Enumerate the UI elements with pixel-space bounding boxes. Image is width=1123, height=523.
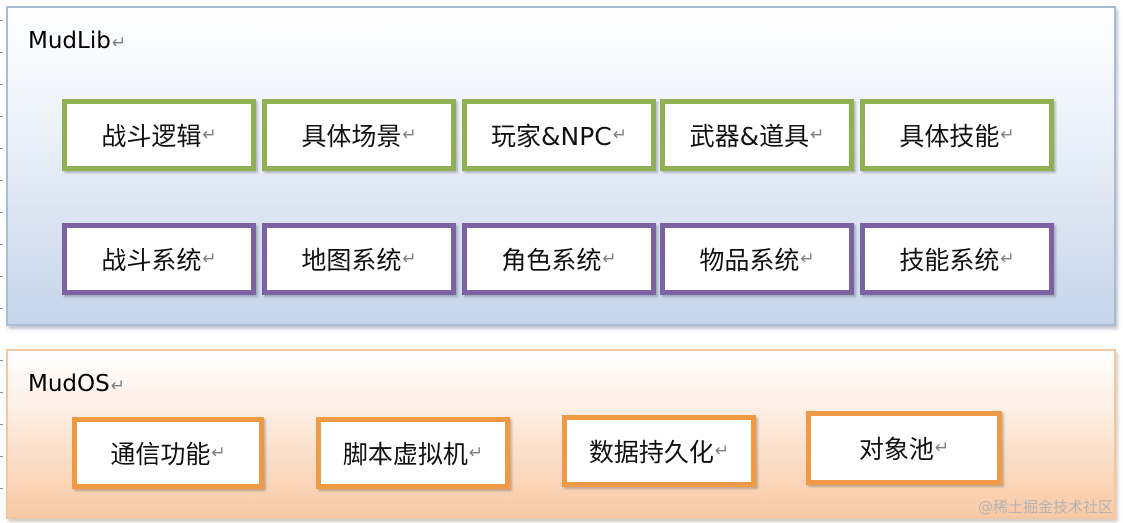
box-label: 具体场景 [301,122,402,151]
tick-mark [0,244,3,245]
tick-mark [0,456,3,457]
return-mark: ↵ [1000,249,1015,269]
box-weapon-item: 武器&道具↵ [660,99,854,171]
box-label: 物品系统 [699,246,800,275]
box-label: 对象池 [858,435,934,464]
box-data-persistence: 数据持久化↵ [562,415,756,487]
tick-mark [0,116,3,117]
box-label: 战斗系统 [101,246,202,275]
watermark: @稀土掘金技术社区 [977,498,1113,516]
return-mark: ↵ [110,376,125,396]
box-object-pool: 对象池↵ [806,411,1002,485]
left-edge-ticks [0,0,4,523]
box-item-system: 物品系统↵ [660,223,854,295]
tick-mark [0,84,3,85]
tick-mark [0,212,3,213]
box-skill-system: 技能系统↵ [860,223,1054,295]
tick-mark [0,308,3,309]
return-mark: ↵ [800,249,815,269]
return-mark: ↵ [1000,125,1015,145]
box-map-system: 地图系统↵ [262,223,456,295]
return-mark: ↵ [202,249,217,269]
mudlib-layer: MudLib↵ 战斗逻辑↵ 具体场景↵ 玩家&NPC↵ 武器&道具↵ 具体技能↵… [6,6,1116,326]
return-mark: ↵ [810,125,825,145]
box-label: 数据持久化 [588,438,714,467]
tick-mark [0,148,3,149]
return-mark: ↵ [211,443,226,463]
box-label: 战斗逻辑 [101,122,202,151]
mudlib-title-text: MudLib [28,28,111,54]
return-mark: ↵ [602,249,617,269]
box-combat-system: 战斗系统↵ [62,223,256,295]
return-mark: ↵ [714,441,730,461]
tick-mark [0,20,3,21]
mudos-layer: MudOS↵ 通信功能↵ 脚本虚拟机↵ 数据持久化↵ 对象池↵ [6,349,1116,519]
return-mark: ↵ [468,443,484,463]
box-player-npc: 玩家&NPC↵ [462,99,656,171]
box-label: 通信功能 [110,440,211,469]
box-specific-scene: 具体场景↵ [262,99,456,171]
tick-mark [0,52,3,53]
box-character-system: 角色系统↵ [462,223,656,295]
box-combat-logic: 战斗逻辑↵ [62,99,256,171]
box-label: 武器&道具 [689,122,810,151]
return-mark: ↵ [111,33,127,53]
tick-mark [0,392,3,393]
return-mark: ↵ [202,125,217,145]
box-label: 角色系统 [501,246,602,275]
box-specific-skill: 具体技能↵ [860,99,1054,171]
tick-mark [0,424,3,425]
mudlib-title: MudLib↵ [28,28,126,54]
mudos-title: MudOS↵ [28,371,125,397]
tick-mark [0,488,3,489]
mudos-title-text: MudOS [28,371,110,397]
box-label: 玩家&NPC [491,122,612,151]
tick-mark [0,180,3,181]
tick-mark [0,360,3,361]
box-label: 脚本虚拟机 [342,440,468,469]
box-script-vm: 脚本虚拟机↵ [316,417,510,489]
return-mark: ↵ [612,125,627,145]
return-mark: ↵ [402,125,417,145]
return-mark: ↵ [934,438,950,458]
tick-mark [0,276,3,277]
box-label: 具体技能 [899,122,1000,151]
box-label: 技能系统 [899,246,1000,275]
box-label: 地图系统 [301,246,402,275]
return-mark: ↵ [402,249,417,269]
box-communication: 通信功能↵ [72,417,264,489]
